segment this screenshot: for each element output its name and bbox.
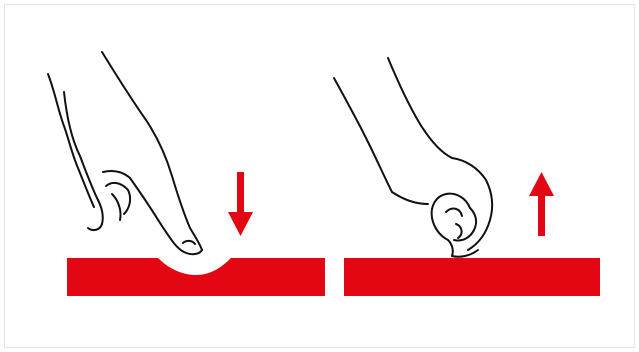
arrow-down-icon [228,172,253,236]
arrow-up-icon [529,172,554,236]
pinching-hand-icon [334,58,492,257]
press-panel [48,52,325,296]
pressing-hand-icon [48,52,202,254]
dented-red-strip [67,258,325,296]
flat-red-strip [344,258,600,296]
lift-panel [334,58,600,296]
